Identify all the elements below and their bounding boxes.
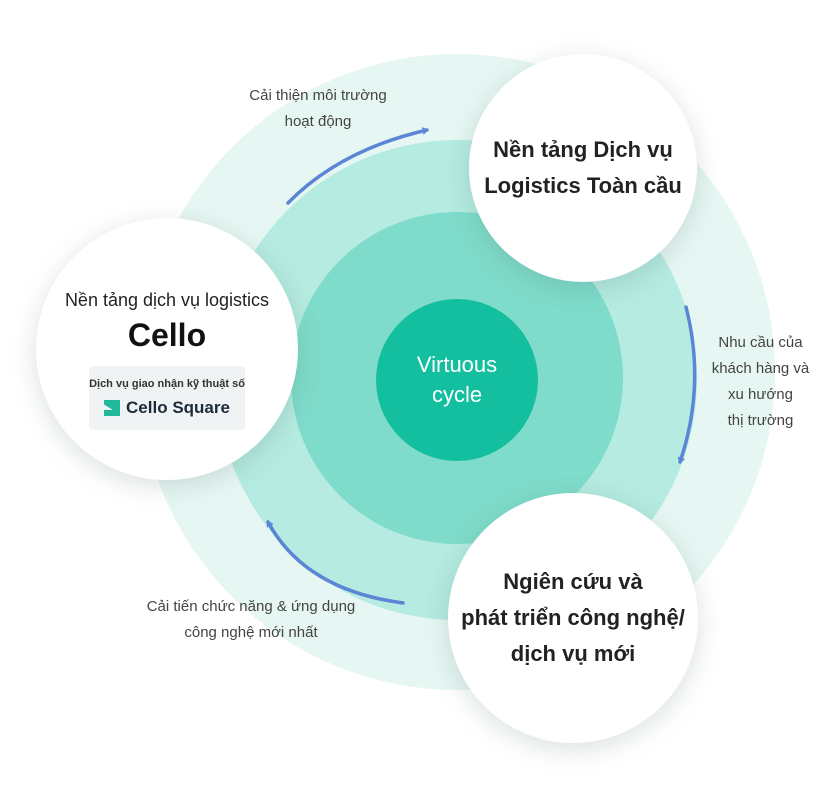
caption-right-line-1: Nhu cầu của [718,334,803,351]
center-label: Virtuous cycle [376,299,538,461]
node-rnd: Ngiên cứu và phát triển công nghệ/ dịch … [448,493,698,743]
caption-top-line-1: Cải thiện môi trường [249,87,387,104]
node-left-subtitle: Nền tảng dịch vụ logistics [64,290,270,310]
caption-bottom-line-2: công nghệ mới nhất [184,624,318,641]
node-global-logistics: Nền tảng Dịch vụ Logistics Toàn cầu [469,54,697,282]
node-bottom-line-1: Ngiên cứu và [503,569,643,594]
arrow-top-to-bottom [680,305,697,464]
caption-right-line-3: xu hướng [728,386,793,403]
logo-text: Cello Square [126,398,230,417]
arrow-left-to-top [286,130,429,205]
node-bottom-line-3: dịch vụ mới [510,641,636,666]
node-left-brand: Cello [127,317,207,353]
cello-square-badge: Dịch vụ giao nhận kỹ thuật số Cello Squa… [89,366,245,430]
center-line-1: Virtuous [416,352,498,377]
caption-top-line-2: hoạt động [284,113,352,130]
node-cello-platform: Nền tảng dịch vụ logistics Cello Dịch vụ… [36,218,298,480]
badge-caption: Dịch vụ giao nhận kỹ thuật số [89,378,245,390]
caption-operating-environment: Cải thiện môi trường hoạt động [218,83,418,135]
caption-right-line-2: khách hàng và [711,360,810,377]
caption-customer-needs: Nhu cầu của khách hàng và xu hướng thị t… [700,330,821,434]
cello-square-logo: Cello Square [104,398,230,418]
center-line-2: cycle [431,382,483,407]
node-top-line-1: Nền tảng Dịch vụ [493,137,673,162]
cello-square-logo-icon [104,400,121,416]
core-circle [376,299,538,461]
node-bottom-line-2: phát triển công nghệ/ [461,605,685,630]
caption-feature-improvement: Cải tiến chức năng & ứng dụng công nghệ … [118,594,384,646]
node-top-line-2: Logistics Toàn cầu [484,173,682,198]
node-top-title: Nền tảng Dịch vụ Logistics Toàn cầu [484,132,682,204]
caption-right-line-4: thị trường [727,412,794,429]
node-bottom-title: Ngiên cứu và phát triển công nghệ/ dịch … [461,564,685,672]
caption-bottom-line-1: Cải tiến chức năng & ứng dụng [146,598,356,615]
arrow-bottom-to-left [266,520,405,605]
